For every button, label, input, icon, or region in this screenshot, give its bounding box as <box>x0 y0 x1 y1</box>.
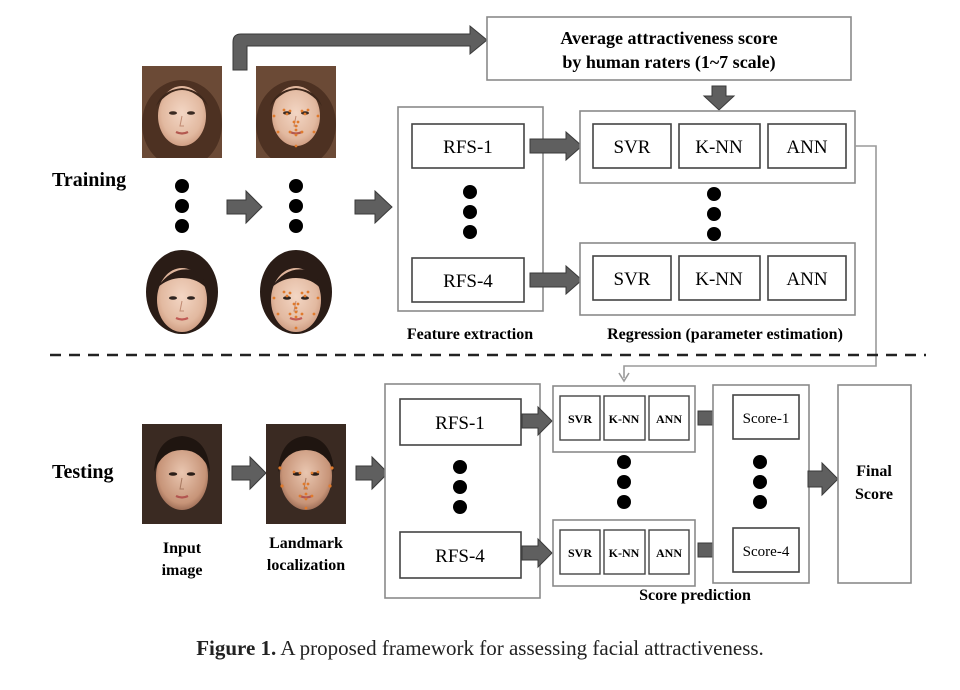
svg-text:ANN: ANN <box>656 546 682 560</box>
training-face-1-landmarked <box>256 66 336 158</box>
svg-text:SVR: SVR <box>614 137 651 158</box>
arrow-landmark-to-features <box>354 189 393 225</box>
svg-text:SVR: SVR <box>614 269 651 290</box>
training-label: Training <box>52 169 126 191</box>
arrow-face-to-rater-box <box>232 24 488 71</box>
training-regression-row-1: SVR K-NN ANN <box>579 110 856 184</box>
svg-text:Average attractiveness score: Average attractiveness score <box>560 28 777 48</box>
testing-rfs4-label: RFS-4 <box>435 546 485 567</box>
arrow-landmark-to-testing-features <box>355 455 389 491</box>
svg-text:K-NN: K-NN <box>695 269 743 290</box>
svg-text:K-NN: K-NN <box>609 546 640 560</box>
rater-score-box: Average attractiveness score by human ra… <box>486 16 852 81</box>
training-regression-row-4: SVR K-NN ANN <box>579 242 856 316</box>
training-faces-ellipsis-right <box>289 179 303 233</box>
figure-caption: Figure 1. A proposed framework for asses… <box>0 636 960 661</box>
svg-text:SVR: SVR <box>568 412 592 426</box>
testing-feature-extraction-panel: RFS-1 RFS-4 <box>384 383 541 599</box>
testing-landmarked-face <box>266 422 346 526</box>
input-image-label-line1: Input <box>163 540 202 557</box>
svg-text:SVR: SVR <box>568 546 592 560</box>
input-image-label-line2: image <box>162 562 203 579</box>
svg-text:by human raters (1~7 scale): by human raters (1~7 scale) <box>562 52 775 73</box>
svg-text:Score: Score <box>855 486 893 503</box>
testing-regressor-ellipsis <box>617 455 631 509</box>
training-regression-ellipsis <box>707 187 721 241</box>
testing-regressor-row-1: SVR K-NN ANN <box>552 385 696 453</box>
arrow-test-rfs4-to-regressor <box>521 537 553 569</box>
arrow-input-to-landmark <box>231 455 267 491</box>
figure-caption-text: A proposed framework for assessing facia… <box>276 636 764 660</box>
arrow-rater-to-regression <box>702 85 736 111</box>
figure-caption-label: Figure 1. <box>196 636 277 660</box>
score-prediction-label: Score prediction <box>639 587 751 604</box>
final-score-box: Final Score <box>837 384 912 584</box>
score4-label: Score-4 <box>743 544 790 560</box>
testing-label: Testing <box>52 461 114 483</box>
testing-rfs1-label: RFS-1 <box>435 413 485 434</box>
training-face-1 <box>142 66 222 158</box>
score-panel: Score-1 Score-4 <box>712 384 810 584</box>
svg-text:K-NN: K-NN <box>695 137 743 158</box>
svg-text:ANN: ANN <box>656 412 682 426</box>
svg-text:ANN: ANN <box>786 269 827 290</box>
arrow-test-rfs1-to-regressor <box>521 405 553 437</box>
score-ellipsis <box>753 455 767 509</box>
regression-label: Regression (parameter estimation) <box>607 326 843 343</box>
arrow-rfs4-to-regression <box>529 264 583 296</box>
training-rfs1-label: RFS-1 <box>443 137 493 158</box>
training-face-2 <box>142 248 222 340</box>
training-rfs-ellipsis <box>463 185 477 239</box>
arrow-rfs1-to-regression <box>529 130 583 162</box>
landmark-label-line1: Landmark <box>269 535 343 552</box>
feature-extraction-label: Feature extraction <box>407 326 533 343</box>
arrow-scores-to-final <box>807 461 839 497</box>
svg-text:K-NN: K-NN <box>609 412 640 426</box>
testing-input-face <box>142 422 222 526</box>
testing-regressor-row-4: SVR K-NN ANN <box>552 519 696 587</box>
training-rfs4-label: RFS-4 <box>443 271 493 292</box>
score1-label: Score-1 <box>743 411 790 427</box>
connector-training-to-testing <box>618 145 877 383</box>
svg-text:ANN: ANN <box>786 137 827 158</box>
training-faces-ellipsis-left <box>175 179 189 233</box>
svg-text:Final: Final <box>856 463 892 480</box>
landmark-label-line2: localization <box>267 557 345 574</box>
training-face-2-landmarked <box>256 248 336 340</box>
arrow-face-to-landmark <box>226 189 263 225</box>
training-feature-extraction-panel: RFS-1 RFS-4 <box>397 106 544 312</box>
testing-rfs-ellipsis <box>453 460 467 514</box>
